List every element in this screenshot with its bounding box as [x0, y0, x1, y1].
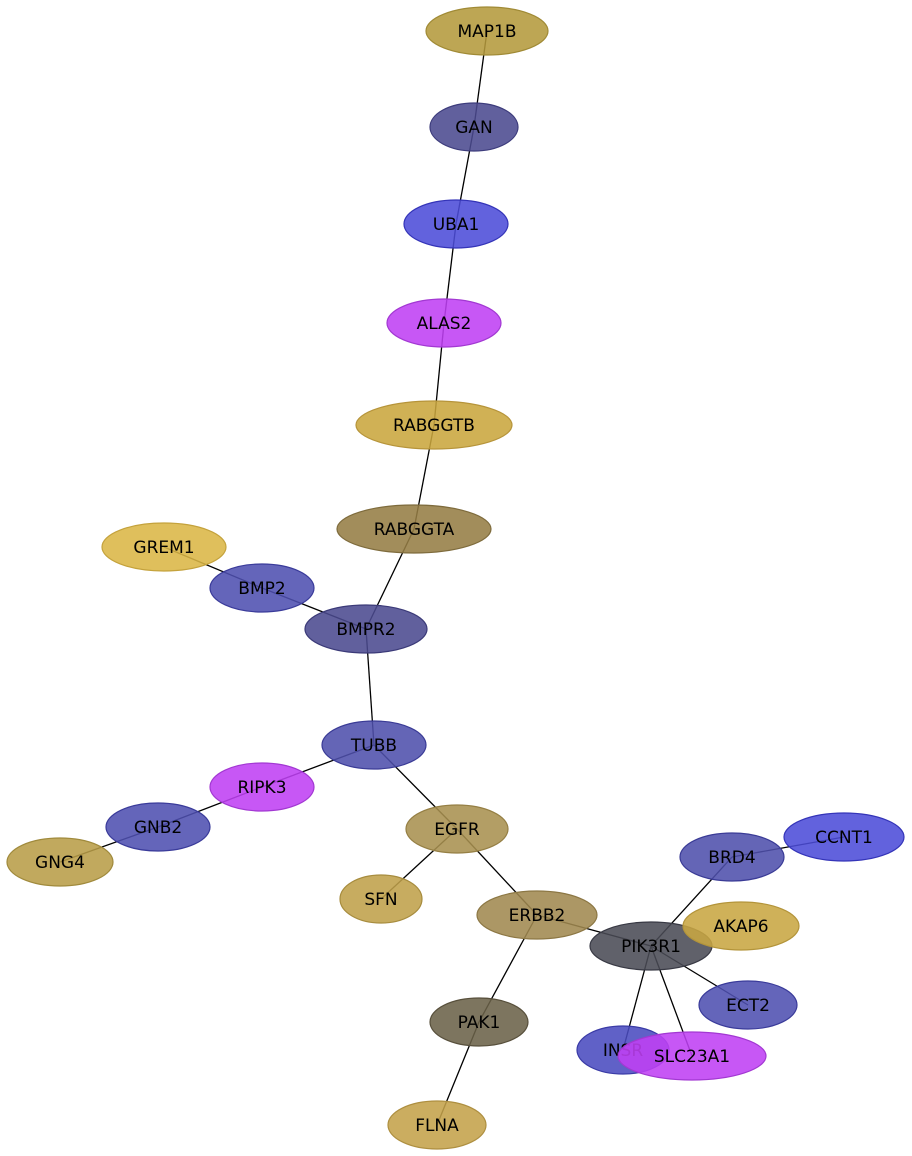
node-ect2: ECT2 — [698, 980, 798, 1030]
node-ellipse-erbb2 — [476, 890, 598, 940]
node-ellipse-alas2 — [386, 298, 502, 348]
node-ellipse-gnb2 — [105, 802, 211, 852]
node-ellipse-flna — [387, 1100, 487, 1150]
node-ellipse-bmpr2 — [304, 604, 428, 654]
node-label-akap6: AKAP6 — [713, 917, 768, 937]
node-ellipse-rabggta — [336, 504, 492, 554]
node-label-slc23a1: SLC23A1 — [654, 1047, 730, 1067]
node-ellipse-ccnt1 — [783, 812, 905, 862]
node-label-flna: FLNA — [415, 1116, 459, 1136]
node-sfn: SFN — [339, 874, 423, 924]
node-ellipse-pak1 — [429, 997, 529, 1047]
node-label-bmpr2: BMPR2 — [336, 620, 395, 640]
node-label-rabggtb: RABGGTB — [393, 416, 475, 436]
node-label-ripk3: RIPK3 — [237, 778, 286, 798]
node-label-tubb: TUBB — [350, 736, 397, 756]
node-label-egfr: EGFR — [434, 820, 480, 840]
node-egfr: EGFR — [405, 804, 509, 854]
node-label-map1b: MAP1B — [457, 22, 516, 42]
node-uba1: UBA1 — [403, 199, 509, 249]
node-grem1: GREM1 — [101, 522, 227, 572]
node-ellipse-rabggtb — [355, 400, 513, 450]
node-flna: FLNA — [387, 1100, 487, 1150]
node-akap6: AKAP6 — [682, 901, 800, 951]
node-ellipse-ripk3 — [209, 762, 315, 812]
node-ellipse-tubb — [321, 720, 427, 770]
node-label-grem1: GREM1 — [133, 538, 194, 558]
node-ellipse-egfr — [405, 804, 509, 854]
node-label-bmp2: BMP2 — [238, 579, 285, 599]
node-label-sfn: SFN — [364, 890, 397, 910]
node-label-gnb2: GNB2 — [134, 818, 182, 838]
node-ellipse-map1b — [425, 6, 549, 56]
node-label-pak1: PAK1 — [458, 1013, 501, 1033]
node-ccnt1: CCNT1 — [783, 812, 905, 862]
node-label-erbb2: ERBB2 — [509, 906, 566, 926]
node-alas2: ALAS2 — [386, 298, 502, 348]
edge-layer — [59, 30, 845, 1126]
node-rabggtb: RABGGTB — [355, 400, 513, 450]
node-ellipse-grem1 — [101, 522, 227, 572]
node-ellipse-gng4 — [6, 837, 114, 887]
node-ellipse-slc23a1 — [617, 1031, 767, 1081]
node-ellipse-gan — [429, 102, 519, 152]
node-brd4: BRD4 — [679, 832, 785, 882]
node-label-ect2: ECT2 — [726, 996, 770, 1016]
node-ellipse-ect2 — [698, 980, 798, 1030]
node-erbb2: ERBB2 — [476, 890, 598, 940]
node-ellipse-brd4 — [679, 832, 785, 882]
node-ellipse-akap6 — [682, 901, 800, 951]
node-bmp2: BMP2 — [209, 563, 315, 613]
node-ellipse-sfn — [339, 874, 423, 924]
node-label-pik3r1: PIK3R1 — [621, 937, 681, 957]
node-gan: GAN — [429, 102, 519, 152]
node-ellipse-bmp2 — [209, 563, 315, 613]
node-label-rabggta: RABGGTA — [374, 520, 455, 540]
node-gnb2: GNB2 — [105, 802, 211, 852]
node-bmpr2: BMPR2 — [304, 604, 428, 654]
node-label-ccnt1: CCNT1 — [815, 828, 873, 848]
node-slc23a1: SLC23A1 — [617, 1031, 767, 1081]
node-map1b: MAP1B — [425, 6, 549, 56]
node-ripk3: RIPK3 — [209, 762, 315, 812]
node-ellipse-uba1 — [403, 199, 509, 249]
node-label-gng4: GNG4 — [35, 853, 85, 873]
node-pak1: PAK1 — [429, 997, 529, 1047]
node-gng4: GNG4 — [6, 837, 114, 887]
node-label-uba1: UBA1 — [433, 215, 480, 235]
node-rabggta: RABGGTA — [336, 504, 492, 554]
node-tubb: TUBB — [321, 720, 427, 770]
node-label-brd4: BRD4 — [708, 848, 755, 868]
node-label-gan: GAN — [455, 118, 493, 138]
node-pik3r1: PIK3R1 — [589, 921, 713, 971]
node-label-alas2: ALAS2 — [417, 314, 472, 334]
